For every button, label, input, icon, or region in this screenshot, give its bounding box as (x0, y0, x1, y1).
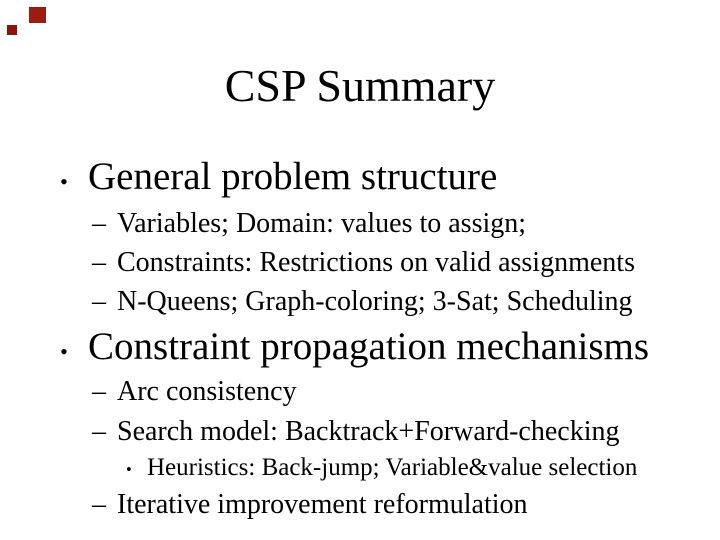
bullet-item-general-structure: • General problem structure (60, 155, 497, 199)
dash-icon: – (92, 286, 106, 317)
bullet-text: Variables; Domain: values to assign; (117, 208, 527, 239)
bullet-item-variables-domain: – Variables; Domain: values to assign; (92, 208, 526, 239)
bullet-icon: • (60, 169, 68, 194)
decor-square-large-icon (29, 7, 46, 23)
bullet-item-search-model: – Search model: Backtrack+Forward-checki… (92, 416, 619, 447)
bullet-item-heuristics: • Heuristics: Back-jump; Variable&value … (126, 454, 637, 482)
slide-title: CSP Summary (224, 60, 496, 111)
bullet-item-constraint-propagation: • Constraint propagation mechanisms (60, 325, 649, 369)
decor-square-small-icon (7, 25, 17, 35)
dash-icon: – (92, 376, 106, 407)
bullet-text: Constraints: Restrictions on valid assig… (117, 247, 635, 278)
bullet-text: N-Queens; Graph-coloring; 3-Sat; Schedul… (117, 286, 633, 317)
dash-icon: – (92, 247, 106, 278)
bullet-text: Constraint propagation mechanisms (88, 325, 650, 368)
bullet-text: General problem structure (88, 155, 498, 198)
dash-icon: – (92, 489, 106, 520)
bullet-text: Search model: Backtrack+Forward-checking (117, 416, 620, 447)
bullet-icon: • (60, 339, 68, 364)
bullet-item-example-problems: – N-Queens; Graph-coloring; 3-Sat; Sched… (92, 286, 633, 317)
dash-icon: – (92, 208, 106, 239)
dash-icon: – (92, 416, 106, 447)
bullet-item-iterative-improvement: – Iterative improvement reformulation (92, 489, 528, 520)
bullet-item-constraints-restrictions: – Constraints: Restrictions on valid ass… (92, 247, 635, 278)
bullet-item-arc-consistency: – Arc consistency (92, 376, 297, 407)
bullet-text: Iterative improvement reformulation (117, 489, 528, 520)
bullet-text: Arc consistency (117, 376, 297, 407)
bullet-icon: • (126, 460, 132, 479)
bullet-text: Heuristics: Back-jump; Variable&value se… (147, 454, 638, 481)
